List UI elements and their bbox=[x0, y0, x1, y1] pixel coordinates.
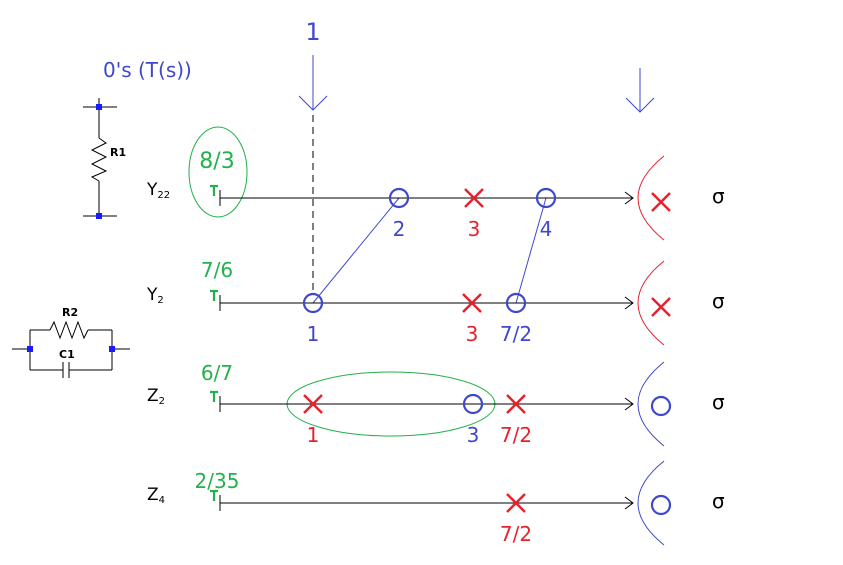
infinity-arc bbox=[637, 460, 665, 546]
mark-label: 1 bbox=[307, 423, 320, 447]
row-z2: Z2 6/7 1 3 7/2 σ bbox=[147, 361, 725, 447]
mark-label: 2 bbox=[393, 217, 406, 241]
residue-label: 6/7 bbox=[201, 361, 233, 385]
axis-arrow-icon bbox=[624, 496, 634, 510]
mark-label: 3 bbox=[468, 217, 481, 241]
resistor-label: R1 bbox=[110, 146, 126, 159]
infinity-arc bbox=[637, 361, 665, 447]
pole-marker bbox=[506, 493, 526, 513]
sigma-label: σ bbox=[712, 289, 725, 313]
zeros-label: 0's (T(s)) bbox=[103, 58, 192, 82]
mark-label: 1 bbox=[307, 322, 320, 346]
pole-marker bbox=[464, 188, 484, 208]
pole-marker bbox=[651, 297, 671, 317]
row-name: Y22 bbox=[146, 180, 170, 201]
axis-arrow-icon bbox=[624, 296, 634, 310]
pole-marker bbox=[506, 394, 526, 414]
residue-label: 8/3 bbox=[199, 149, 234, 174]
capacitor-label: C1 bbox=[59, 348, 75, 361]
pole-marker bbox=[462, 293, 482, 313]
zero-marker bbox=[650, 494, 672, 516]
residue-label: 2/35 bbox=[195, 469, 240, 493]
rc-circuit: R2 C1 bbox=[12, 306, 130, 378]
axis-arrow-icon bbox=[624, 397, 634, 411]
zero-marker bbox=[302, 292, 324, 314]
pole-marker bbox=[651, 192, 671, 212]
resistor-circuit-r1: R1 bbox=[83, 98, 126, 219]
row-name: Y2 bbox=[146, 285, 164, 306]
row-name: Z4 bbox=[147, 485, 165, 506]
zero-marker bbox=[650, 395, 672, 417]
mark-label: 3 bbox=[467, 423, 480, 447]
connector-line bbox=[515, 197, 547, 304]
row-y22: Y22 8/3 2 3 4 σ bbox=[146, 149, 725, 241]
mark-label: 3 bbox=[466, 322, 479, 346]
connector-line bbox=[312, 197, 400, 304]
sigma-label: σ bbox=[712, 184, 725, 208]
zero-marker bbox=[388, 187, 410, 209]
row-z4: Z4 2/35 7/2 σ bbox=[147, 460, 725, 546]
zero-marker bbox=[505, 292, 527, 314]
residue-highlight-ellipse bbox=[188, 126, 248, 218]
sigma-label: σ bbox=[712, 390, 725, 414]
infinity-arc bbox=[637, 155, 665, 241]
residue-label: 7/6 bbox=[201, 258, 233, 282]
resistor-label: R2 bbox=[62, 306, 78, 319]
zero-marker bbox=[462, 393, 484, 415]
row-name: Z2 bbox=[147, 386, 165, 407]
top-marker-label: 1 bbox=[305, 18, 320, 46]
mark-label: 7/2 bbox=[500, 522, 532, 546]
mark-label: 7/2 bbox=[500, 322, 532, 346]
zero-marker bbox=[535, 187, 557, 209]
pole-marker bbox=[303, 394, 323, 414]
axis-arrow-icon bbox=[624, 191, 634, 205]
mark-label: 7/2 bbox=[500, 423, 532, 447]
down-arrow-icon bbox=[298, 55, 328, 111]
infinity-arc bbox=[637, 260, 665, 346]
mark-label: 4 bbox=[540, 217, 553, 241]
sigma-label: σ bbox=[712, 489, 725, 513]
down-arrow-icon bbox=[625, 68, 655, 113]
row-y2: Y2 7/6 1 3 7/2 σ bbox=[146, 258, 725, 346]
